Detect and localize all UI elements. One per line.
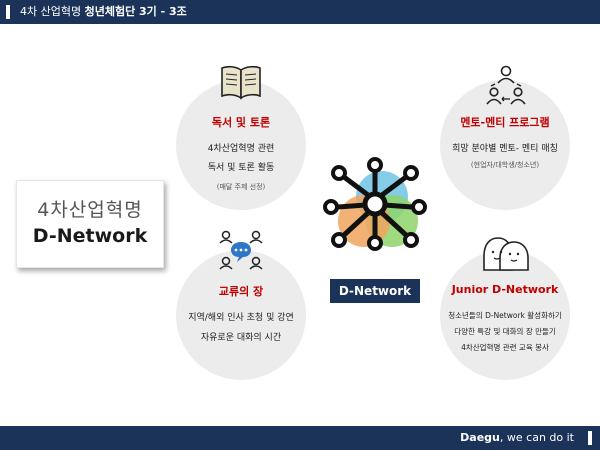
reading-circle xyxy=(176,80,306,210)
reading-line-1: 4차산업혁명 관련 xyxy=(207,144,275,154)
title-box: 4차산업혁명 D-Network xyxy=(16,180,164,268)
footer-slogan: Daegu, we can do it xyxy=(460,431,574,444)
footer-accent xyxy=(588,431,592,445)
mentoring-circle xyxy=(440,80,570,210)
exchange-line-2: 자유로운 대화의 시간 xyxy=(200,333,282,343)
junior-heading: Junior D-Network xyxy=(451,283,559,296)
mentoring-heading: 멘토-멘티 프로그램 xyxy=(460,116,550,129)
title-line-1: 4차산업혁명 xyxy=(37,199,143,221)
junior-line-3: 4차산업혁명 관련 교육 봉사 xyxy=(461,343,549,352)
junior-circle xyxy=(440,250,570,380)
header-accent xyxy=(6,5,10,19)
exchange-circle xyxy=(176,250,306,380)
junior-line-2: 다양한 특강 및 대화의 장 만들기 xyxy=(454,327,556,336)
book-icon xyxy=(221,65,261,100)
discussion-group-icon xyxy=(219,230,263,270)
mentoring-line-1: 희망 분야별 멘토- 멘티 매칭 xyxy=(452,144,558,154)
network-hub-icon xyxy=(323,157,427,251)
two-people-icon xyxy=(483,237,529,271)
exchange-line-1: 지역/해외 인사 초청 및 강연 xyxy=(188,313,294,323)
reading-line-2: 독서 및 토론 활동 xyxy=(207,163,275,173)
junior-line-1: 청소년들의 D-Network 활성화하기 xyxy=(448,311,562,320)
mentoring-note: (현업자/대학생/청소년) xyxy=(470,161,540,169)
reading-heading: 독서 및 토론 xyxy=(211,116,271,129)
header-title: 4차 산업혁명 청년체험단 3기 - 3조 xyxy=(20,5,187,18)
footer-bar: Daegu, we can do it xyxy=(0,426,600,450)
reading-note: (매달 주제 선정) xyxy=(216,183,266,191)
exchange-heading: 교류의 장 xyxy=(218,285,264,298)
mentor-mentee-icon xyxy=(486,65,526,105)
header-bar: 4차 산업혁명 청년체험단 3기 - 3조 xyxy=(0,0,600,24)
title-line-2: D-Network xyxy=(32,225,148,247)
center-label: D-Network xyxy=(330,279,420,303)
